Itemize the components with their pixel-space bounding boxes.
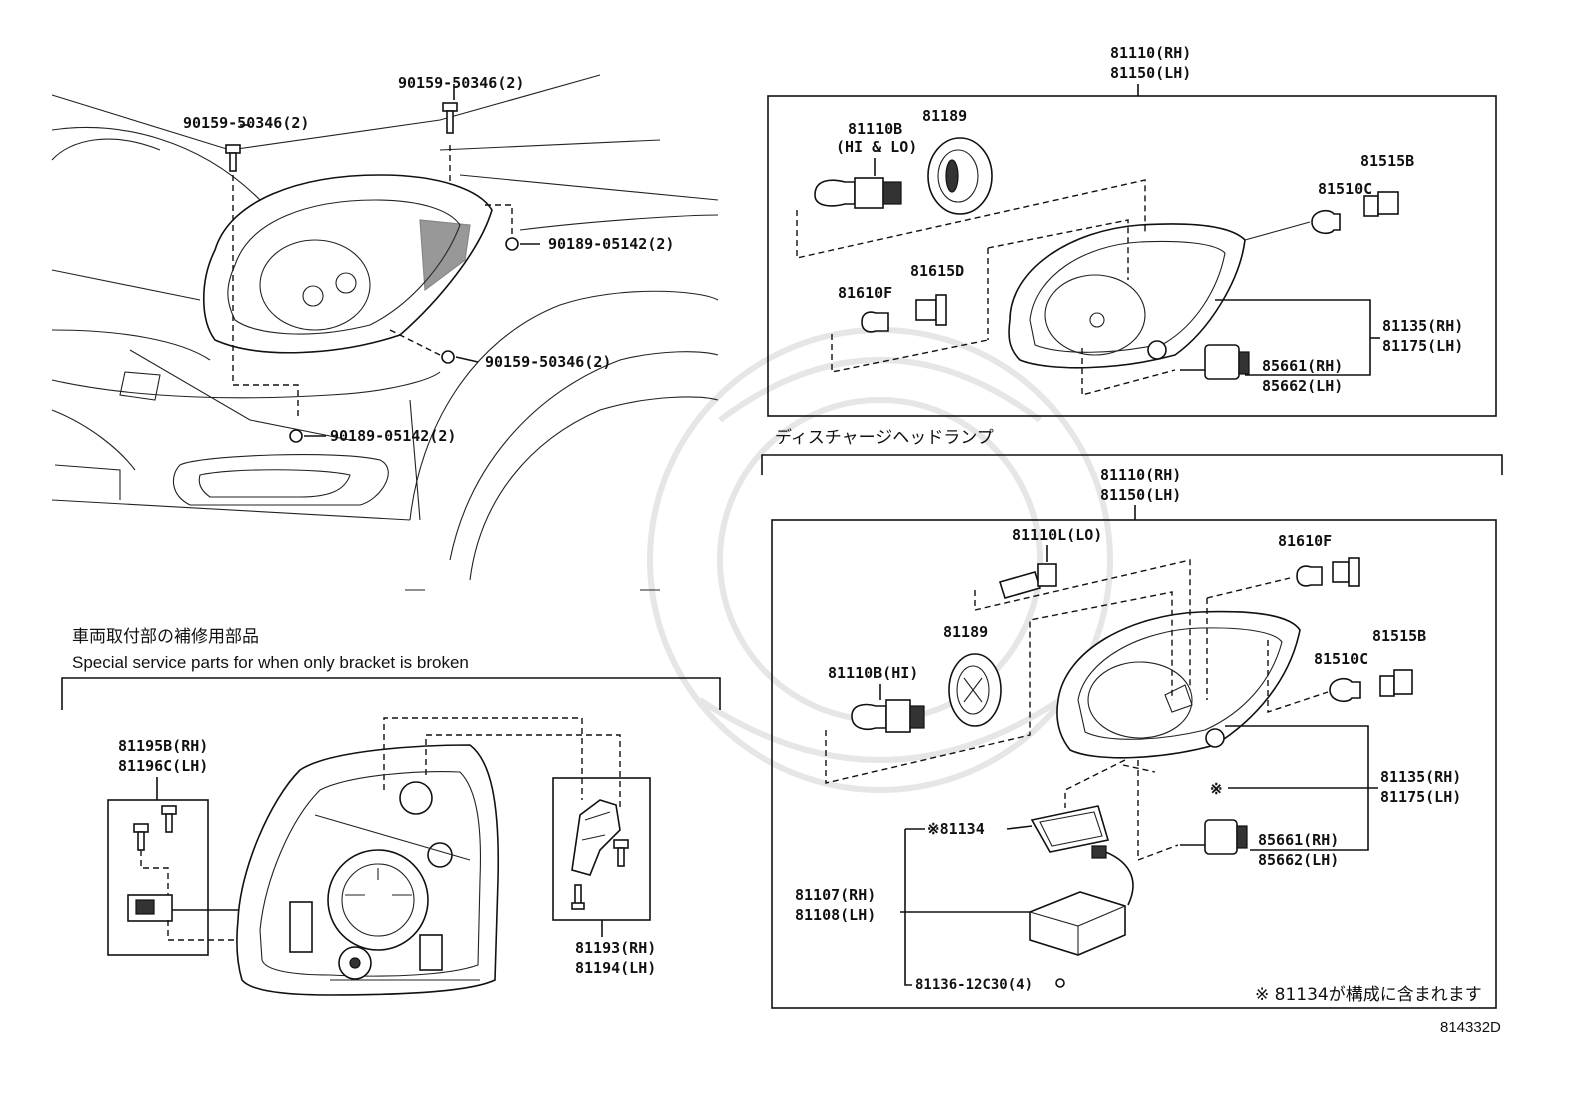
label-discharge-socket-top: 81515B [1372,627,1426,645]
halogen-actuator [1180,344,1250,380]
clip-bottom [289,429,303,443]
discharge-actuator [1180,819,1248,855]
discharge-title: ディスチャージヘッドランプ [775,427,994,448]
bracket-kit-box [107,799,209,956]
discharge-cover [948,653,1002,727]
label-discharge-screw: 81136-12C30(4) [915,977,1033,993]
discharge-bulb-position [1329,677,1361,703]
label-discharge-actuator-rh: 85661(RH) [1258,831,1339,849]
label-clip-right: 90189-05142(2) [548,235,674,253]
bracket-headlamp-rear [236,744,500,996]
bolt-lower [441,350,455,364]
clip-right [505,237,519,251]
discharge-panel [771,519,1497,1009]
label-halogen-housing-rh: 81135(RH) [1382,317,1463,335]
bracket-part-right [571,799,629,910]
discharge-bulb-lo [998,563,1057,599]
label-discharge-cover: 81189 [943,623,988,641]
label-bracket2-lh: 81194(LH) [575,959,656,977]
label-discharge-actuator-lh: 85662(LH) [1258,851,1339,869]
label-discharge-bulb-lo: 81110L(LO) [1012,526,1102,544]
label-discharge-bulb-small: 81610F [1278,532,1332,550]
label-halogen-actuator-lh: 85662(LH) [1262,377,1343,395]
discharge-gasket [1030,805,1110,853]
discharge-ballast [1029,845,1134,956]
bracket-title-en: Special service parts for when only brac… [72,653,469,672]
label-bolt-lower: 90159-50346(2) [485,353,611,371]
halogen-bulb-small [861,311,889,333]
label-bolt-upper-center: 90159-50346(2) [398,74,524,92]
bracket-part-left [127,805,177,922]
discharge-screw [1055,978,1065,988]
label-bracket2-rh: 81193(RH) [575,939,656,957]
label-discharge-bulb-hi: 81110B(HI) [828,664,918,682]
label-discharge-housing-rh: 81135(RH) [1380,768,1461,786]
discharge-bulb-hi [851,699,925,733]
discharge-footnote: ※ 81134が構成に含まれます [1255,985,1482,1005]
discharge-socket-small [1332,557,1360,587]
bracket-title-jp: 車両取付部の補修用部品 [72,627,259,647]
label-bulb-hi-lo-note: (HI & LO) [836,138,917,156]
label-halogen-cover: 81189 [922,107,967,125]
discharge-assembly-lh: 81150(LH) [1100,486,1181,504]
halogen-panel [767,95,1497,417]
label-halogen-socket-small: 81615D [910,262,964,280]
bolt-upper-center [442,102,458,134]
halogen-assembly-rh: 81110(RH) [1110,44,1191,62]
label-discharge-gasket: ※81134 [927,820,985,838]
label-halogen-housing-lh: 81175(LH) [1382,337,1463,355]
discharge-assembly-rh: 81110(RH) [1100,466,1181,484]
figure-reference: 814332D [1440,1019,1501,1036]
label-halogen-bulb-small: 81610F [838,284,892,302]
discharge-note-mark: ※ [1210,780,1223,798]
label-discharge-bulb-position: 81510C [1314,650,1368,668]
vehicle-front-illustration [51,74,719,591]
halogen-cover [927,137,993,215]
halogen-socket-top [1363,191,1399,217]
label-halogen-bulb-position: 81510C [1318,180,1372,198]
label-discharge-housing-lh: 81175(LH) [1380,788,1461,806]
halogen-bulb-position [1311,209,1341,235]
discharge-socket-top [1379,669,1413,697]
label-discharge-ballast-lh: 81108(LH) [795,906,876,924]
halogen-assembly-lh: 81150(LH) [1110,64,1191,82]
halogen-socket-small [915,294,947,326]
discharge-housing [1056,610,1301,759]
label-bolt-upper-left: 90159-50346(2) [183,114,309,132]
label-bracket-lh: 81196C(LH) [118,757,208,775]
halogen-bulb-hi-lo [814,177,902,209]
halogen-housing [1008,223,1246,369]
label-bulb-hi-lo: 81110B [848,120,902,138]
label-clip-bottom: 90189-05142(2) [330,427,456,445]
bolt-upper-left [225,144,241,172]
label-halogen-socket-top: 81515B [1360,152,1414,170]
label-halogen-actuator-rh: 85661(RH) [1262,357,1343,375]
label-bracket-rh: 81195B(RH) [118,737,208,755]
discharge-bulb-small [1296,565,1323,587]
label-discharge-ballast-rh: 81107(RH) [795,886,876,904]
